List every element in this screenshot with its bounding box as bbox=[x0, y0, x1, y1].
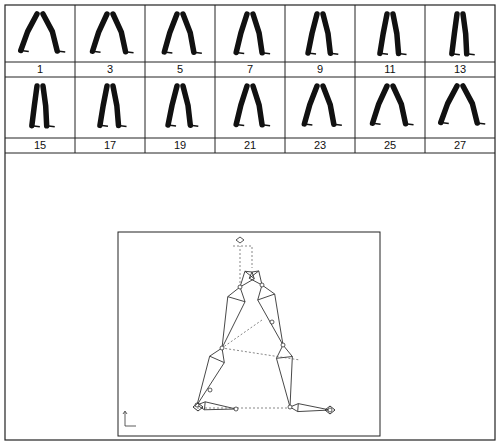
frame-number: 19 bbox=[174, 139, 186, 152]
leg-figure bbox=[164, 14, 201, 53]
leg-figure bbox=[236, 14, 270, 54]
skeleton-view bbox=[118, 232, 380, 436]
frame-number: 3 bbox=[107, 63, 113, 76]
frame-number: 25 bbox=[384, 139, 396, 152]
leg-silhouettes bbox=[21, 14, 485, 127]
frame-number: 5 bbox=[177, 63, 183, 76]
frame-number: 13 bbox=[454, 63, 466, 76]
leg-figure bbox=[100, 86, 127, 127]
leg-figure bbox=[236, 86, 270, 126]
frame-number: 7 bbox=[247, 63, 253, 76]
leg-figure bbox=[373, 86, 414, 125]
leg-figure bbox=[21, 14, 65, 52]
leg-figure bbox=[308, 14, 338, 54]
leg-figure bbox=[380, 14, 407, 55]
frame-number: 1 bbox=[37, 63, 43, 76]
frame-number: 27 bbox=[454, 139, 466, 152]
frame-number: 9 bbox=[317, 63, 323, 76]
leg-figure bbox=[32, 86, 55, 127]
frame-number: 11 bbox=[384, 63, 395, 76]
leg-figure bbox=[304, 86, 341, 125]
leg-figure bbox=[452, 14, 475, 55]
leg-figure bbox=[168, 86, 198, 126]
frame-number: 17 bbox=[104, 139, 116, 152]
frame-number: 21 bbox=[244, 139, 256, 152]
leg-figure bbox=[441, 86, 485, 124]
frame-number: 23 bbox=[314, 139, 326, 152]
table-grid bbox=[5, 5, 495, 440]
frame-number: 15 bbox=[34, 139, 46, 152]
leg-figure bbox=[93, 14, 134, 53]
